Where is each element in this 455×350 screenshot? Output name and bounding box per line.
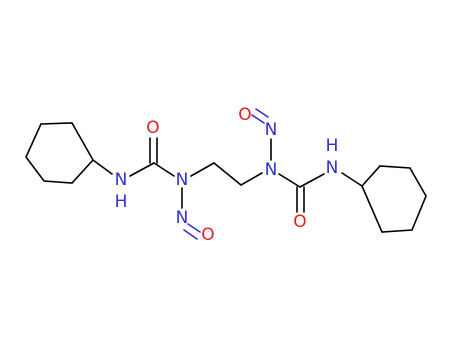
bond-nitroso-right-double-a xyxy=(251,114,265,124)
bond-ethylene-bridge-b xyxy=(240,172,263,186)
atom-h-right-nh: H xyxy=(326,136,339,156)
atom-n-nitroso-left: N xyxy=(176,208,189,228)
left-cyclohexane-ring xyxy=(25,122,94,184)
atom-o-nitroso-left: O xyxy=(201,225,214,245)
bond-nitroso-right-double-b xyxy=(255,108,269,118)
bond-right-nh-ring xyxy=(341,172,363,187)
bond-ethylene-bridge-a xyxy=(213,162,242,186)
bond-nh-left-carbonyl xyxy=(129,162,155,177)
right-cyclohexane-ring xyxy=(361,165,427,233)
atom-n-right-nh: N xyxy=(326,158,339,178)
atom-n-urea-right: N xyxy=(265,160,278,180)
bond-urea-left-ch2 xyxy=(190,162,215,177)
bond-nitroso-left-double-b xyxy=(183,229,198,240)
atom-h-left-nh: H xyxy=(115,192,128,212)
atom-n-urea-left: N xyxy=(176,170,189,190)
bond-urea-right-carbonyl xyxy=(278,173,301,188)
bond-carbonyl-right-nh xyxy=(299,173,325,188)
atom-n-nitroso-right: N xyxy=(265,120,278,140)
bond-carbonyl-left-urea-n xyxy=(153,162,175,177)
atom-o-carbonyl-right: O xyxy=(293,212,306,232)
atom-o-nitroso-right: O xyxy=(238,105,251,125)
bond-ring-left-nh xyxy=(92,159,113,175)
bond-nitroso-left-double-a xyxy=(187,223,201,233)
atom-n-left-nh: N xyxy=(115,170,128,190)
atom-o-carbonyl-left: O xyxy=(146,118,159,138)
